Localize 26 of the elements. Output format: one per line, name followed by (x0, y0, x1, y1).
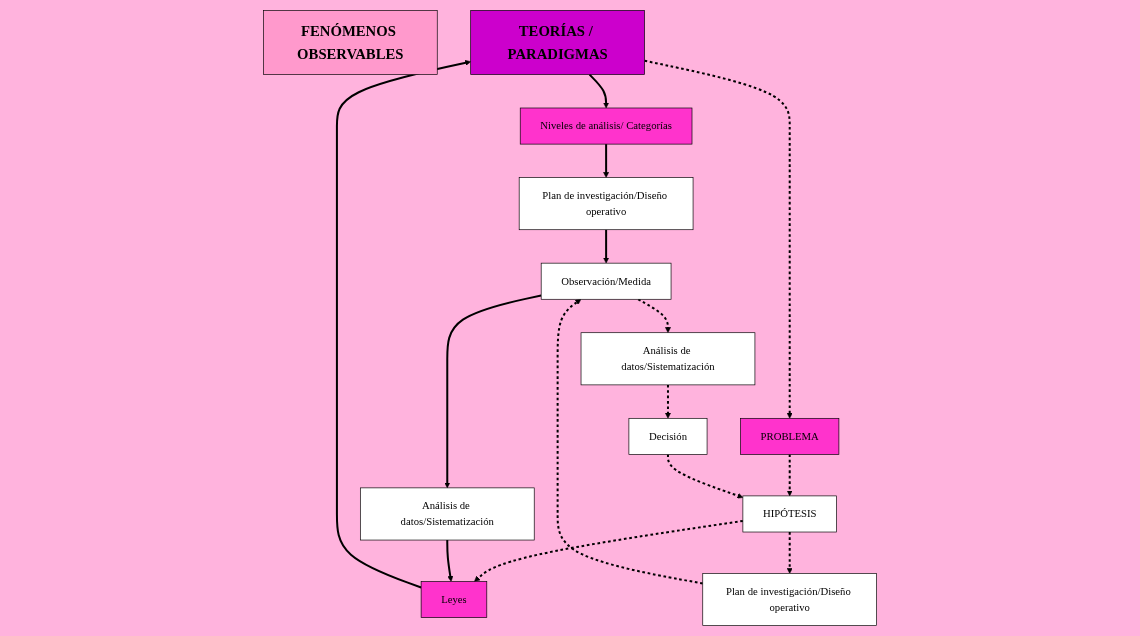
node-box: FENÓMENOS OBSERVABLES (263, 10, 438, 75)
arrow (644, 59, 793, 419)
node-box: Niveles de análisis/ Categorías (519, 107, 693, 145)
arrow (474, 519, 744, 582)
arrow (637, 298, 671, 333)
node-box: HIPÓTESIS (742, 495, 837, 533)
arrow (665, 384, 671, 419)
arrow (603, 229, 610, 264)
node-box: Leyes (420, 581, 488, 618)
node-box: Análisis de datos/Sistematización (360, 487, 535, 541)
arrow (556, 299, 703, 585)
node-box: PROBLEMA (740, 418, 840, 455)
arrow (786, 454, 793, 497)
arrow (446, 540, 454, 582)
arrow (786, 532, 793, 574)
arrow (603, 144, 610, 178)
arrow (588, 73, 610, 109)
node-box: Análisis de datos/Sistematización (580, 332, 756, 386)
node-box: Plan de investigación/Diseño operativo (702, 573, 877, 626)
arrow (335, 59, 471, 589)
node-box: Observación/Medida (540, 262, 672, 300)
arrow (666, 454, 744, 499)
node-box: TEORÍAS / PARADIGMAS (470, 10, 645, 75)
node-box: Decisión (628, 418, 708, 455)
node-box: Plan de investigación/Diseño operativo (518, 177, 694, 231)
arrow (444, 294, 542, 489)
